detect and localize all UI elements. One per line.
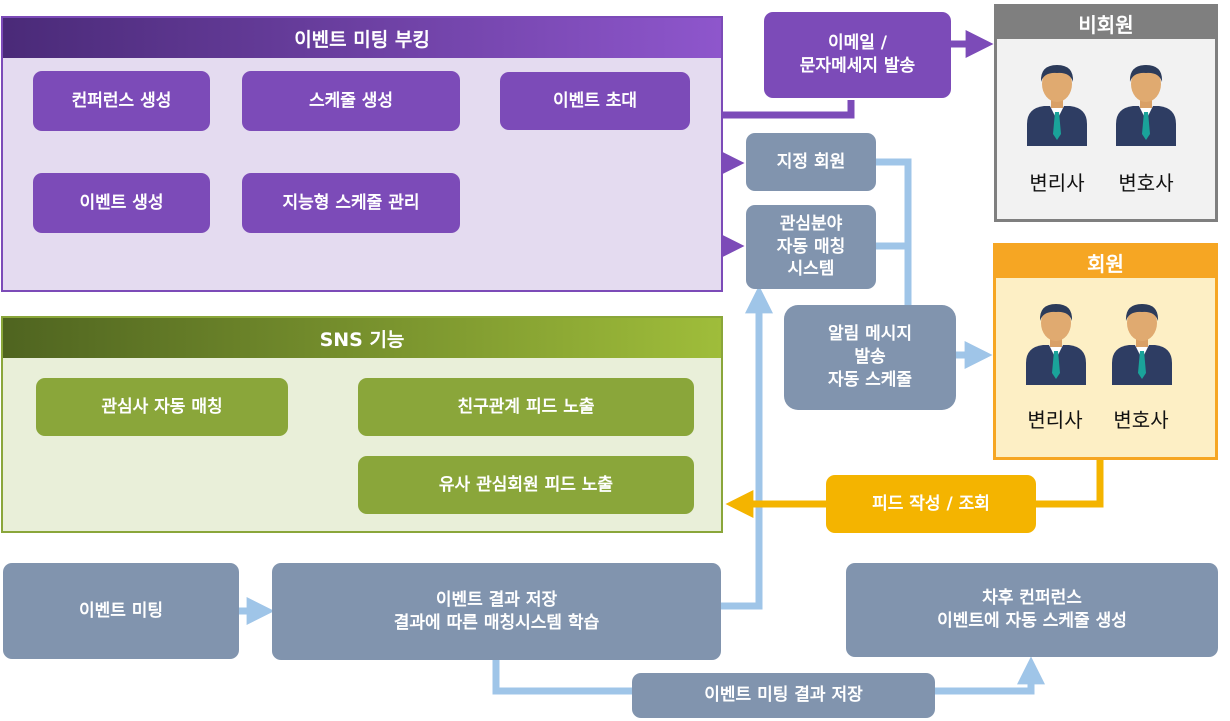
non-member-panel: 비회원 변리사 변호사	[994, 4, 1218, 222]
email-sms-box: 이메일 / 문자메세지 발송	[764, 12, 951, 98]
smart-schedule-box: 지능형 스케줄 관리	[242, 173, 460, 233]
conference-create-box: 컨퍼런스 생성	[33, 71, 210, 131]
notification-schedule-box: 알림 메시지 발송 자동 스케줄	[784, 305, 956, 410]
interest-matching-system-box: 관심분야 자동 매칭 시스템	[746, 205, 876, 289]
non-member-person-label: 변리사	[1029, 171, 1085, 195]
designated-member-box: 지정 회원	[746, 133, 876, 191]
arrow-result-to-save	[492, 660, 632, 695]
arrow-result-to-matching	[721, 285, 773, 610]
person-icon	[1116, 65, 1176, 146]
member-person-label: 변호사	[1113, 408, 1169, 432]
non-member-title: 비회원	[997, 7, 1215, 39]
similar-feed-box: 유사 관심회원 피드 노출	[358, 456, 694, 514]
booking-panel: 이벤트 미팅 부킹	[1, 16, 723, 292]
arrow-designated-to-notify	[876, 158, 912, 308]
arrow-save-to-followup	[935, 656, 1045, 695]
person-icon	[1027, 65, 1087, 146]
arrow-invite-to-email	[690, 100, 855, 119]
arrow-member-to-feed	[1036, 460, 1104, 508]
person-icon	[1026, 304, 1086, 385]
event-invite-box: 이벤트 초대	[500, 72, 690, 130]
member-person-label: 변리사	[1027, 408, 1083, 432]
follow-up-schedule-box: 차후 컨퍼런스 이벤트에 자동 스케줄 생성	[846, 563, 1218, 657]
schedule-create-box: 스케줄 생성	[242, 71, 460, 131]
event-meeting-box: 이벤트 미팅	[3, 563, 239, 659]
person-icon	[1112, 304, 1172, 385]
friend-feed-box: 친구관계 피드 노출	[358, 378, 694, 436]
meeting-result-save-box: 이벤트 미팅 결과 저장	[632, 673, 935, 718]
feed-write-box: 피드 작성 / 조회	[826, 475, 1036, 533]
sns-panel-title: SNS 기능	[3, 318, 721, 358]
interest-match-box: 관심사 자동 매칭	[36, 378, 288, 436]
member-panel: 회원 변리사 변호사	[993, 243, 1218, 460]
booking-panel-title: 이벤트 미팅 부킹	[3, 18, 721, 58]
member-title: 회원	[996, 246, 1215, 278]
event-result-save-box: 이벤트 결과 저장 결과에 따른 매칭시스템 학습	[272, 563, 721, 660]
event-create-box: 이벤트 생성	[33, 173, 210, 233]
non-member-person-label: 변호사	[1118, 171, 1174, 195]
